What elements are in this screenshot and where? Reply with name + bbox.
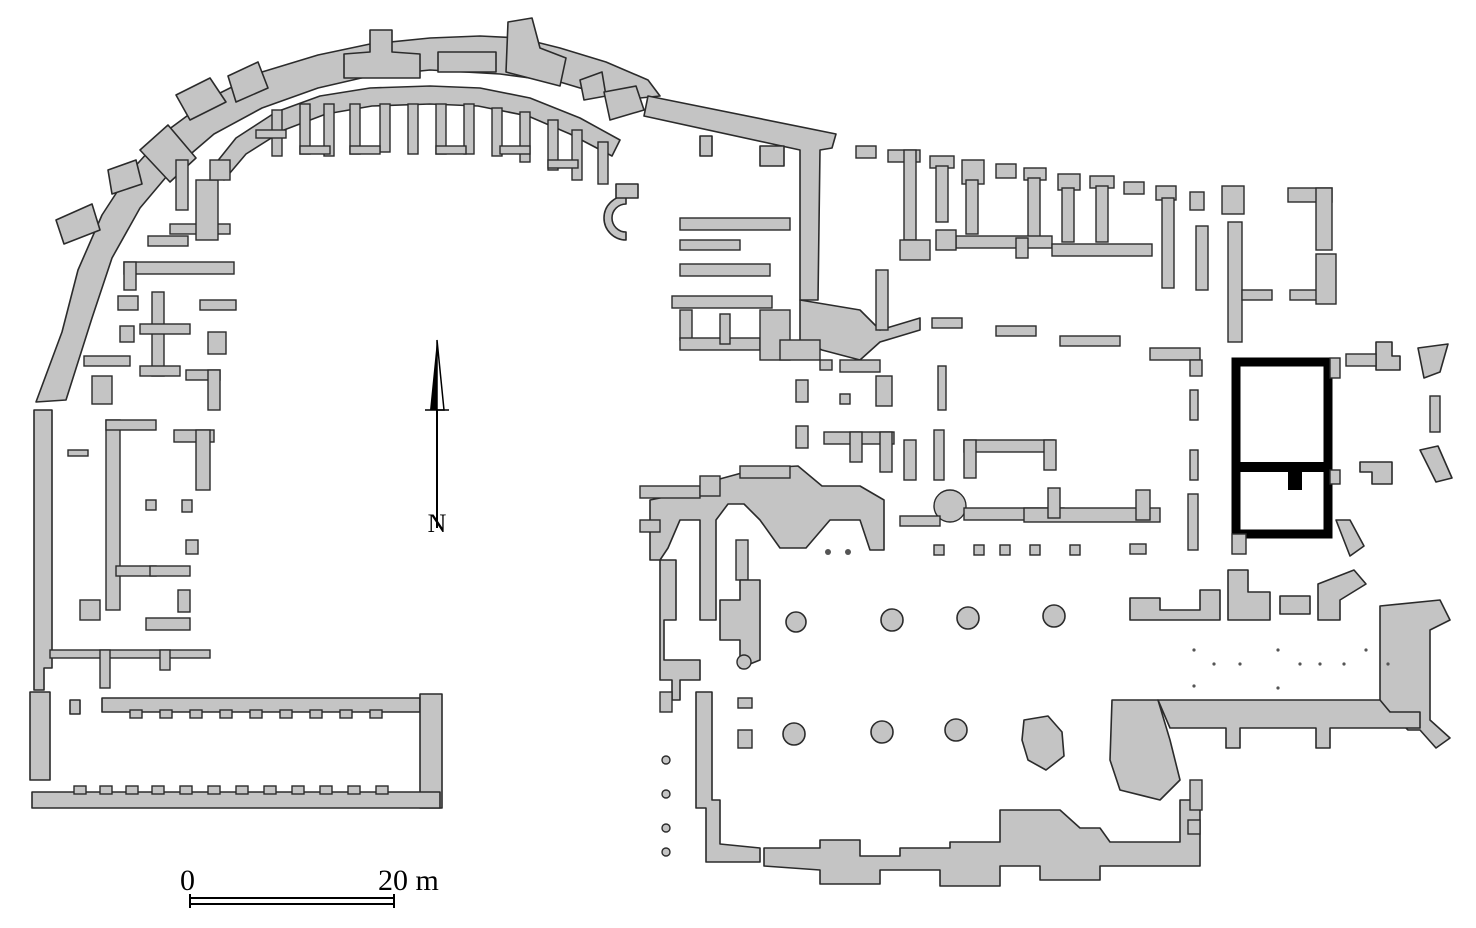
east-block: [1221, 185, 1337, 343]
highlighted-partition: [1236, 462, 1328, 472]
nave-pillars: [736, 604, 1066, 771]
west-wall: [33, 409, 53, 691]
central-spine: [649, 465, 885, 701]
transept-north-wall: [1129, 589, 1221, 621]
bastion-10: [107, 159, 143, 195]
east-chapel: [1345, 341, 1453, 485]
scale-bar: 0 20 m: [180, 864, 439, 908]
hall-pilasters: [73, 709, 389, 795]
wall-stub: [699, 135, 713, 157]
south-outer-wall: [763, 799, 1201, 887]
bastion-2: [175, 77, 227, 121]
bastion-5: [437, 51, 497, 73]
north-label: N: [428, 509, 447, 538]
radial-cells: [255, 103, 609, 185]
west-rooms: [49, 159, 237, 689]
highlighted-niche: [1288, 466, 1302, 490]
bastion-4: [343, 29, 421, 79]
south-west-hall: [29, 691, 443, 809]
east-arm: [1129, 569, 1451, 749]
bastion-9: [55, 203, 101, 245]
central-complex: [639, 465, 1203, 887]
highlighted-tower: [1231, 357, 1365, 557]
north-columns: [825, 543, 1147, 556]
highlighted-outline: [1231, 357, 1333, 539]
bastion-6: [505, 17, 567, 87]
inner-curved-wall: [211, 85, 621, 181]
scale-end-label: 20 m: [378, 864, 439, 897]
wall-stub: [759, 145, 785, 167]
bastion-3: [227, 61, 269, 103]
south-church-wall: [695, 691, 761, 863]
north-rooms: [671, 217, 1057, 481]
north-east-wing: [643, 95, 1337, 551]
apse-wall: [615, 183, 639, 199]
dashed-wall: [931, 317, 1203, 551]
transept-south-wall: [1157, 699, 1421, 749]
scale-start-label: 0: [180, 864, 195, 897]
long-north-wall: [643, 95, 837, 301]
north-arrow-icon: N: [425, 339, 449, 538]
west-wing: [29, 17, 661, 809]
round-chamber: [933, 489, 967, 523]
bastion-8: [603, 85, 645, 121]
north-cells: [855, 145, 1209, 291]
small-apse: [603, 195, 627, 241]
transept-dots: [1192, 648, 1390, 690]
